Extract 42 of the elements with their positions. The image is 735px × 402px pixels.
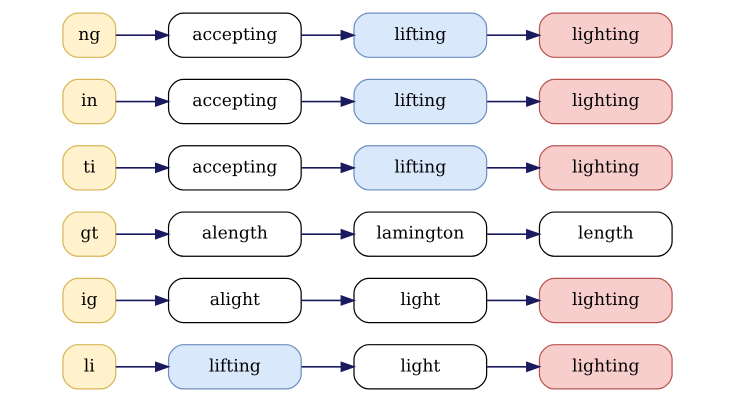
arrow xyxy=(302,228,356,240)
arrow xyxy=(116,361,170,372)
arrow xyxy=(302,361,356,372)
arrow xyxy=(487,30,542,41)
arrow xyxy=(116,30,170,41)
node-box: lifting xyxy=(353,145,488,191)
node-box: lighting xyxy=(538,278,673,324)
arrow xyxy=(302,295,356,306)
arrow xyxy=(487,96,542,107)
arrow xyxy=(116,228,170,240)
node-box: alight xyxy=(168,278,302,324)
arrow xyxy=(487,228,542,240)
node-box: lighting xyxy=(538,12,673,58)
node-box: accepting xyxy=(168,78,302,124)
node-box: lamington xyxy=(353,211,488,257)
arrow xyxy=(116,295,170,306)
node-box: light xyxy=(353,278,488,324)
node-box: ng xyxy=(62,12,116,58)
node-box: in xyxy=(62,78,116,124)
arrow xyxy=(116,162,170,174)
arrow xyxy=(302,162,356,174)
arrow xyxy=(302,96,356,107)
node-box: accepting xyxy=(168,12,302,58)
node-box: lighting xyxy=(538,78,673,124)
node-box: light xyxy=(353,344,488,390)
node-box: lighting xyxy=(538,145,673,191)
node-box: ig xyxy=(62,278,116,324)
node-box: lifting xyxy=(353,12,488,58)
node-box: lighting xyxy=(538,344,673,390)
node-box: lifting xyxy=(353,78,488,124)
node-box: length xyxy=(538,211,673,257)
arrow xyxy=(116,96,170,107)
arrow xyxy=(487,295,542,306)
node-box: ti xyxy=(62,145,116,191)
node-box: li xyxy=(62,344,116,390)
node-box: accepting xyxy=(168,145,302,191)
node-box: alength xyxy=(168,211,302,257)
node-box: lifting xyxy=(168,344,302,390)
arrow xyxy=(302,30,356,41)
arrow xyxy=(487,361,542,372)
node-box: gt xyxy=(62,211,116,257)
arrow xyxy=(487,162,542,174)
